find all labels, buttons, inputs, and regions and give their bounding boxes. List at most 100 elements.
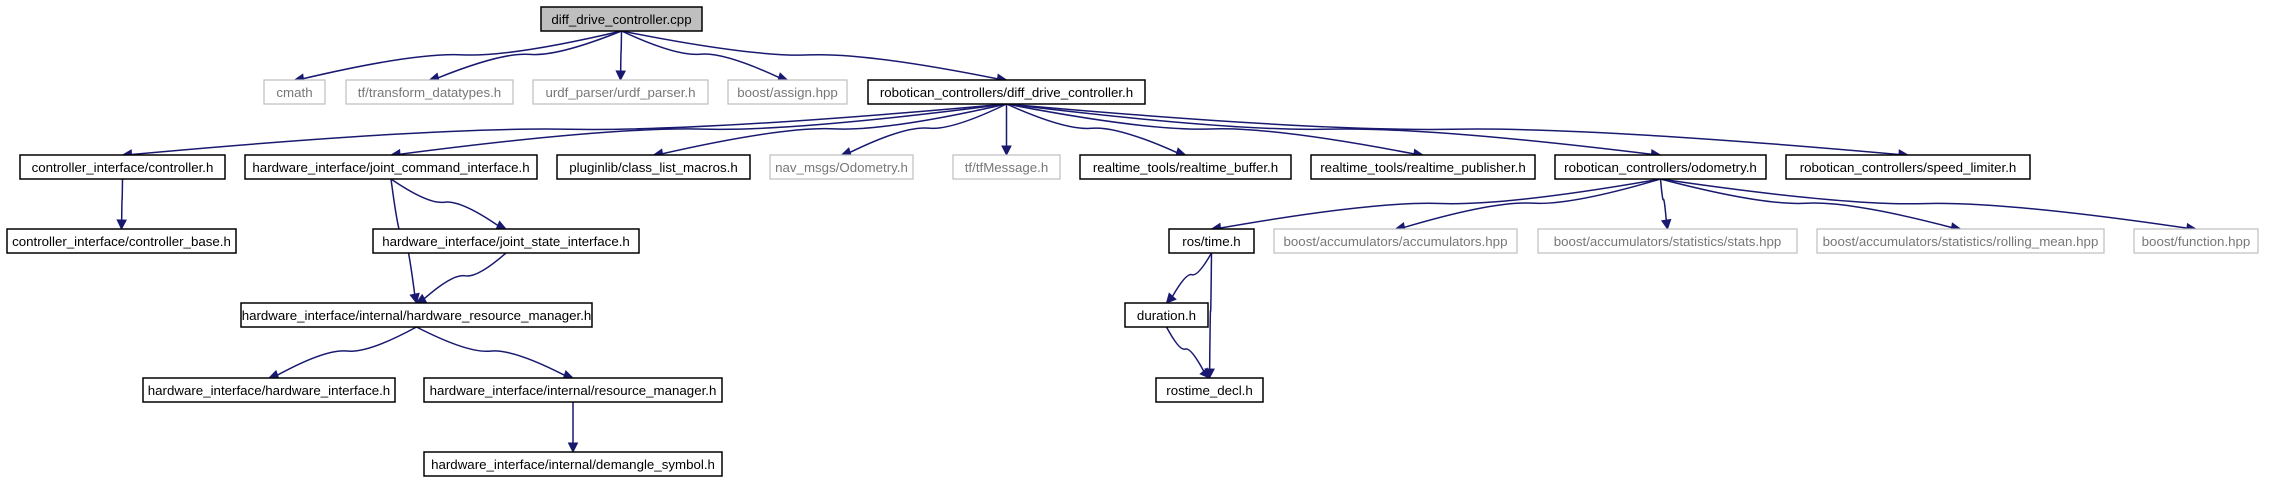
edge-n5-to-n6 bbox=[131, 103, 1007, 156]
node-robotican-controllers-speed-limiter-h[interactable]: robotican_controllers/speed_limiter.h bbox=[1785, 154, 2031, 180]
node-label: tf/tfMessage.h bbox=[965, 160, 1049, 175]
edge-n13-to-n21 bbox=[1220, 178, 1661, 229]
node-tf-transform-datatypes-h: tf/transform_datatypes.h bbox=[345, 79, 514, 105]
node-pluginlib-class-list-macros-h[interactable]: pluginlib/class_list_macros.h bbox=[556, 154, 751, 180]
edge-n21-to-n26 bbox=[1171, 252, 1213, 297]
node-label: boost/assign.hpp bbox=[737, 85, 838, 100]
node-box bbox=[769, 154, 914, 180]
arrowhead-n6-to-n15 bbox=[116, 219, 127, 231]
node-nav-msgs-odometry-h: nav_msgs/Odometry.h bbox=[769, 154, 914, 180]
node-label: boost/function.hpp bbox=[2142, 234, 2251, 249]
node-label: cmath bbox=[276, 85, 312, 100]
node-label: hardware_interface/internal/demangle_sym… bbox=[431, 457, 715, 472]
node-label: nav_msgs/Odometry.h bbox=[775, 160, 908, 175]
arrowhead-n0-to-n3 bbox=[615, 70, 627, 82]
edge-n13-to-n25 bbox=[1660, 178, 2188, 229]
node-label: boost/accumulators/statistics/stats.hpp bbox=[1554, 234, 1782, 249]
edge-n13-to-n24 bbox=[1660, 178, 1952, 229]
arrowhead-n21-to-n26 bbox=[1165, 292, 1177, 304]
node-box[interactable] bbox=[1554, 154, 1767, 180]
edge-n5-to-n12 bbox=[1006, 103, 1415, 155]
node-box bbox=[263, 79, 326, 105]
node-tf-tfmessage-h: tf/tfMessage.h bbox=[952, 154, 1061, 180]
node-box[interactable] bbox=[372, 228, 640, 254]
node-box[interactable] bbox=[240, 302, 593, 328]
edge-n0-to-n5 bbox=[621, 30, 998, 80]
node-box[interactable] bbox=[423, 377, 723, 403]
node-urdf-parser-urdf-parser-h: urdf_parser/urdf_parser.h bbox=[532, 79, 709, 105]
node-label: robotican_controllers/odometry.h bbox=[1564, 160, 1757, 175]
node-hardware-interface-hardware-interface-h[interactable]: hardware_interface/hardware_interface.h bbox=[142, 377, 396, 403]
node-label: realtime_tools/realtime_publisher.h bbox=[1320, 160, 1525, 175]
node-box[interactable] bbox=[1785, 154, 2031, 180]
node-box[interactable] bbox=[142, 377, 396, 403]
node-label: tf/transform_datatypes.h bbox=[358, 85, 501, 100]
node-ros-time-h[interactable]: ros/time.h bbox=[1168, 228, 1255, 254]
node-box[interactable] bbox=[423, 451, 723, 477]
node-robotican-controllers-odometry-h[interactable]: robotican_controllers/odometry.h bbox=[1554, 154, 1767, 180]
arrowhead-n7-to-n17 bbox=[409, 292, 420, 305]
node-label: robotican_controllers/diff_drive_control… bbox=[880, 85, 1133, 100]
edge-n5-to-n13 bbox=[1006, 103, 1652, 156]
node-controller-interface-controller-h[interactable]: controller_interface/controller.h bbox=[19, 154, 226, 180]
node-hardware-interface-internal-demangle-symbol-h[interactable]: hardware_interface/internal/demangle_sym… bbox=[423, 451, 723, 477]
node-label: boost/accumulators/accumulators.hpp bbox=[1284, 234, 1508, 249]
node-diff-drive-controller-cpp[interactable]: diff_drive_controller.cpp bbox=[540, 6, 703, 32]
edge-n17-to-n19 bbox=[416, 326, 565, 376]
node-label: hardware_interface/internal/resource_man… bbox=[430, 383, 717, 398]
edge-n17-to-n18 bbox=[277, 326, 417, 376]
node-box[interactable] bbox=[6, 228, 237, 254]
node-box bbox=[952, 154, 1061, 180]
node-box[interactable] bbox=[19, 154, 226, 180]
node-hardware-interface-joint-state-interface-h[interactable]: hardware_interface/joint_state_interface… bbox=[372, 228, 640, 254]
node-box[interactable] bbox=[540, 6, 703, 32]
node-box[interactable] bbox=[1079, 154, 1292, 180]
node-robotican-controllers-diff-drive-controller-h[interactable]: robotican_controllers/diff_drive_control… bbox=[867, 79, 1146, 105]
edge-n13-to-n22 bbox=[1404, 178, 1661, 229]
node-box[interactable] bbox=[244, 154, 538, 180]
node-box[interactable] bbox=[556, 154, 751, 180]
node-label: pluginlib/class_list_macros.h bbox=[569, 160, 738, 175]
node-box bbox=[2133, 228, 2259, 254]
node-box[interactable] bbox=[1168, 228, 1255, 254]
node-hardware-interface-internal-hardware-resource-manager-h[interactable]: hardware_interface/internal/hardware_res… bbox=[240, 302, 593, 328]
node-label: realtime_tools/realtime_buffer.h bbox=[1093, 160, 1278, 175]
arrowhead-n19-to-n20 bbox=[567, 442, 579, 454]
node-cmath: cmath bbox=[263, 79, 326, 105]
node-duration-h[interactable]: duration.h bbox=[1124, 302, 1209, 328]
node-box[interactable] bbox=[1124, 302, 1209, 328]
node-box bbox=[1816, 228, 2105, 254]
edge-n0-to-n1 bbox=[303, 30, 622, 80]
node-box[interactable] bbox=[1155, 377, 1264, 403]
node-controller-interface-controller-base-h[interactable]: controller_interface/controller_base.h bbox=[6, 228, 237, 254]
node-boost-assign-hpp: boost/assign.hpp bbox=[727, 79, 848, 105]
node-box[interactable] bbox=[867, 79, 1146, 105]
node-box bbox=[1273, 228, 1518, 254]
node-boost-accumulators-statistics-rolling-mean-hpp: boost/accumulators/statistics/rolling_me… bbox=[1816, 228, 2105, 254]
edges-layer bbox=[116, 30, 2198, 454]
node-label: rostime_decl.h bbox=[1166, 383, 1252, 398]
node-label: duration.h bbox=[1137, 308, 1196, 323]
edge-n0-to-n2 bbox=[437, 30, 622, 79]
node-label: controller_interface/controller_base.h bbox=[12, 234, 231, 249]
node-rostime-decl-h[interactable]: rostime_decl.h bbox=[1155, 377, 1264, 403]
node-label: hardware_interface/joint_command_interfa… bbox=[252, 160, 529, 175]
node-realtime-tools-realtime-publisher-h[interactable]: realtime_tools/realtime_publisher.h bbox=[1310, 154, 1536, 180]
node-boost-function-hpp: boost/function.hpp bbox=[2133, 228, 2259, 254]
arrowhead-n5-to-n10 bbox=[1001, 145, 1012, 157]
node-box[interactable] bbox=[1310, 154, 1536, 180]
node-label: ros/time.h bbox=[1182, 234, 1240, 249]
edge-n0-to-n4 bbox=[621, 30, 780, 79]
arrowhead-n26-to-n27 bbox=[1199, 367, 1211, 379]
node-label: hardware_interface/joint_state_interface… bbox=[382, 234, 630, 249]
node-label: urdf_parser/urdf_parser.h bbox=[545, 85, 695, 100]
node-label: robotican_controllers/speed_limiter.h bbox=[1800, 160, 2017, 175]
node-boost-accumulators-accumulators-hpp: boost/accumulators/accumulators.hpp bbox=[1273, 228, 1518, 254]
node-realtime-tools-realtime-buffer-h[interactable]: realtime_tools/realtime_buffer.h bbox=[1079, 154, 1292, 180]
node-box bbox=[727, 79, 848, 105]
node-hardware-interface-internal-resource-manager-h[interactable]: hardware_interface/internal/resource_man… bbox=[423, 377, 723, 403]
edge-n5-to-n7 bbox=[399, 103, 1007, 156]
node-hardware-interface-joint-command-interface-h[interactable]: hardware_interface/joint_command_interfa… bbox=[244, 154, 538, 180]
node-box bbox=[532, 79, 709, 105]
